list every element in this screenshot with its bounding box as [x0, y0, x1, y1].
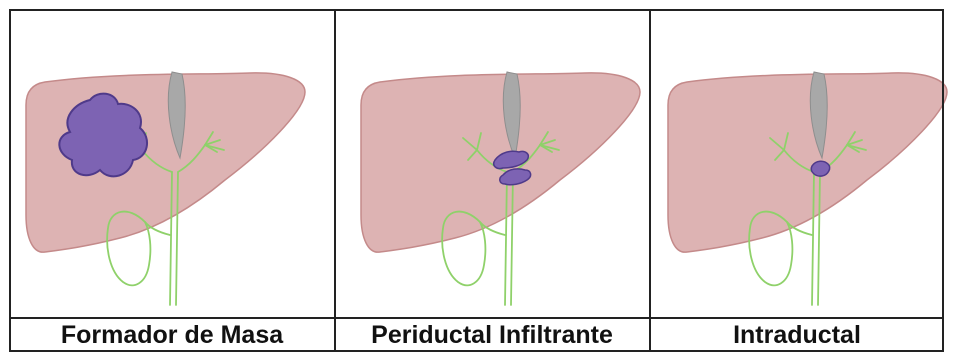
liver-illustration	[668, 73, 947, 252]
panel-periductal-infiltrating	[361, 72, 640, 305]
liver-illustration	[26, 73, 305, 252]
panel-mass-forming	[26, 72, 305, 305]
intraductal-tumor	[811, 161, 829, 176]
caption-intraductal: Intraductal	[733, 321, 861, 349]
panel-intraductal	[668, 72, 947, 305]
caption-periductal-infiltrating: Periductal Infiltrante	[371, 321, 613, 349]
caption-mass-forming: Formador de Masa	[61, 321, 284, 349]
